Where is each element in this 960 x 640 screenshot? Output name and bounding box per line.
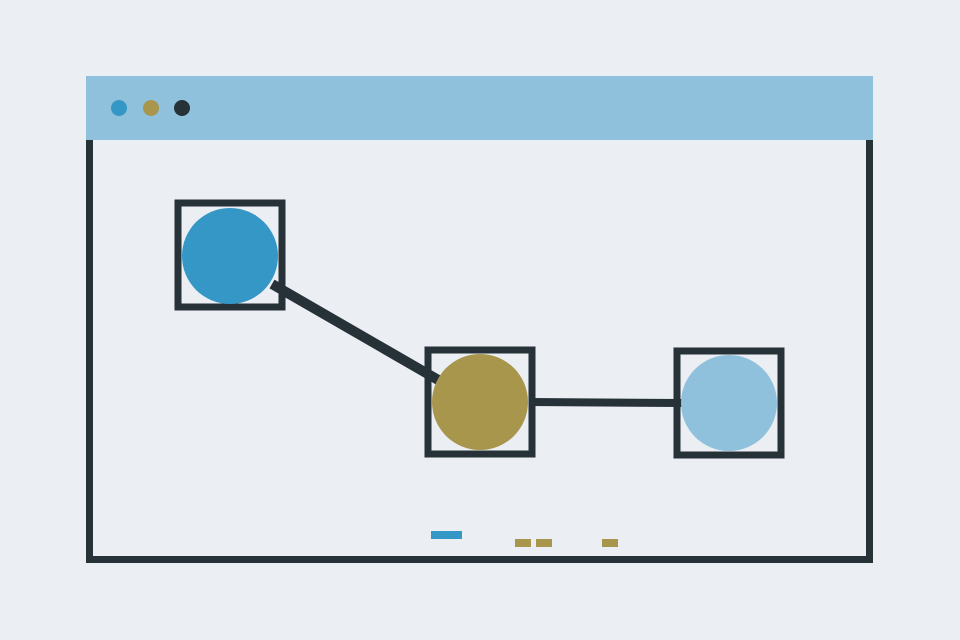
node-a-circle[interactable] — [182, 208, 278, 304]
node-c[interactable] — [673, 347, 785, 459]
node-c-frame — [673, 347, 785, 459]
edge-b-c — [529, 398, 683, 407]
node-a-frame — [174, 199, 286, 311]
node-a[interactable] — [174, 199, 286, 311]
node-b[interactable] — [424, 346, 536, 458]
edge-a-b — [269, 279, 443, 386]
node-c-circle[interactable] — [681, 355, 777, 451]
footer-mark-blue — [431, 531, 462, 539]
maximize-button[interactable] — [174, 100, 190, 116]
window-titlebar[interactable] — [86, 76, 873, 140]
node-b-circle[interactable] — [432, 354, 528, 450]
minimize-button[interactable] — [143, 100, 159, 116]
close-button[interactable] — [111, 100, 127, 116]
footer-mark-olive-2 — [536, 539, 552, 547]
footer-mark-olive-3 — [602, 539, 618, 547]
node-b-frame — [424, 346, 536, 458]
footer-mark-olive-1 — [515, 539, 531, 547]
